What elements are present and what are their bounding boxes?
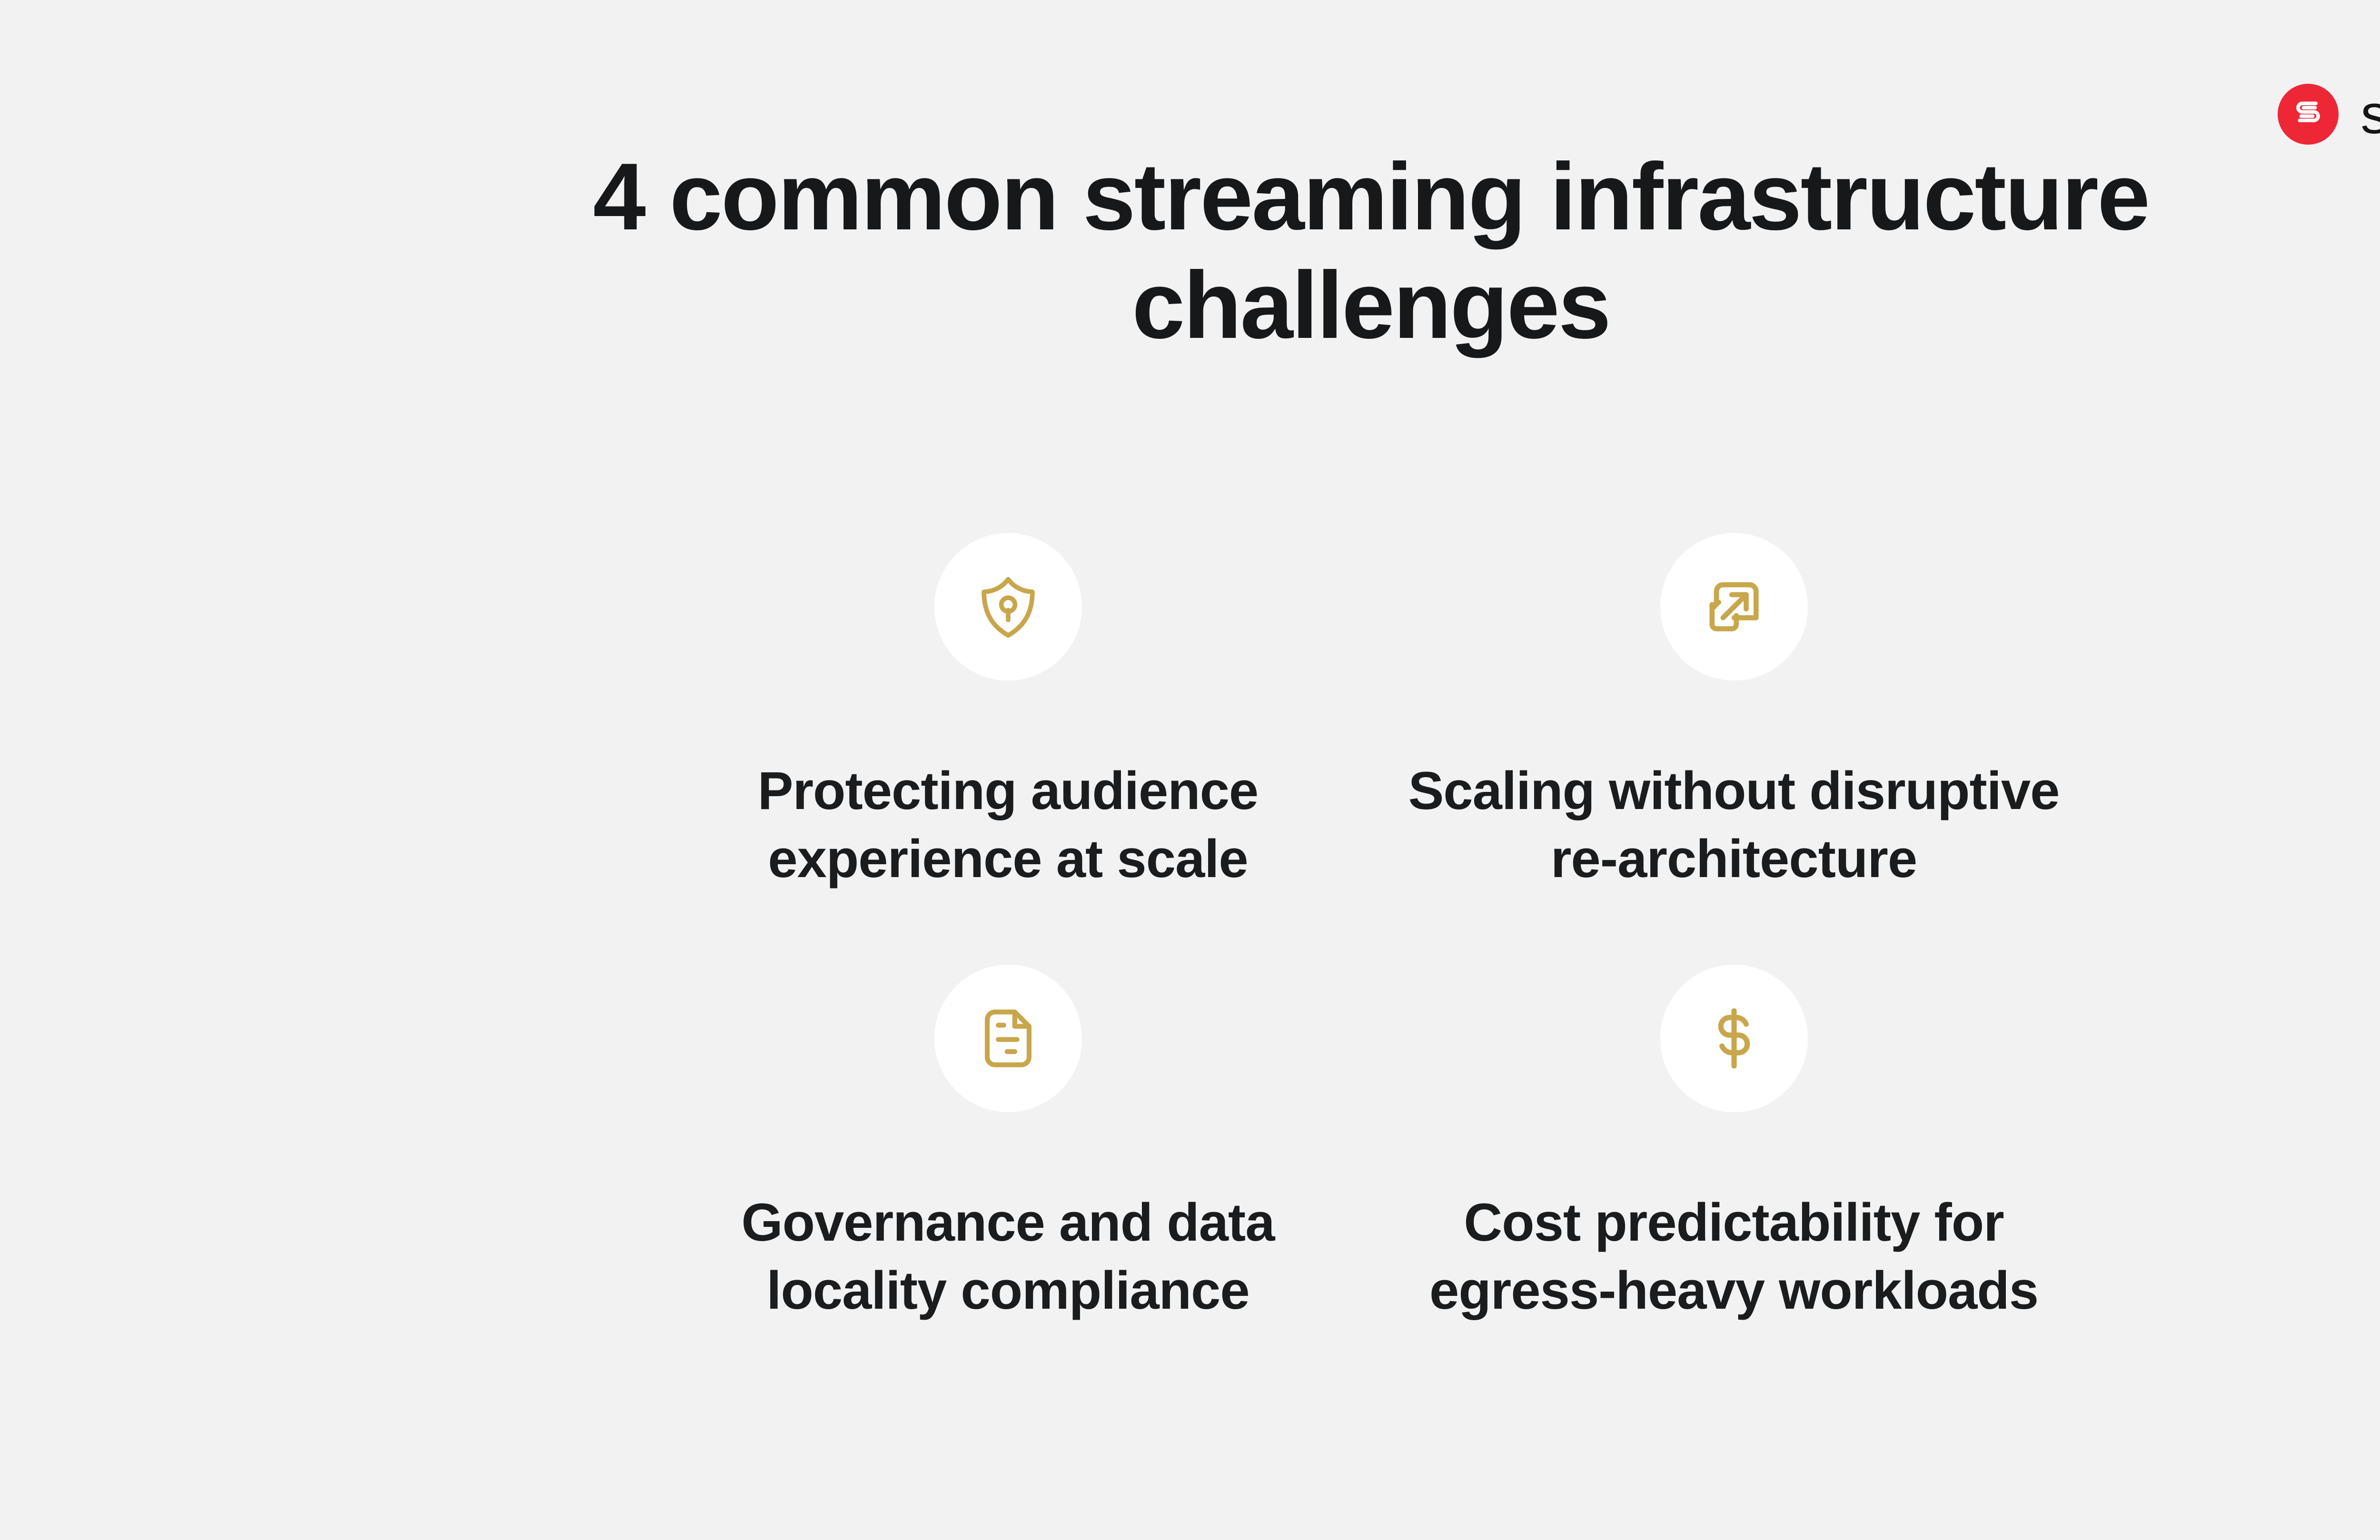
challenge-card-2: Scaling without disruptive re-architectu… <box>1371 533 2097 893</box>
challenge-card-4: Cost predictability for egress-heavy wor… <box>1371 964 2097 1325</box>
challenge-label: Cost predictability for egress-heavy wor… <box>1429 1192 2039 1321</box>
challenge-card-1: Protecting audience experience at scale <box>645 533 1371 893</box>
document-lines-icon <box>934 964 1082 1112</box>
dollar-sign-icon <box>1660 964 1808 1112</box>
challenge-label: Protecting audience experience at scale <box>757 761 1259 889</box>
shield-keyhole-icon <box>934 533 1082 681</box>
challenge-label: Governance and data locality compliance <box>741 1192 1275 1321</box>
challenges-grid: Protecting audience experience at scale … <box>645 533 2097 1324</box>
page-title: 4 common streaming infrastructure challe… <box>593 144 2150 358</box>
servers-s-logo-icon <box>2278 84 2339 145</box>
brand-lockup: servers.com <box>2278 84 2380 145</box>
challenge-label: Scaling without disruptive re-architectu… <box>1408 761 2060 889</box>
challenge-card-3: Governance and data locality compliance <box>645 964 1371 1325</box>
scale-expand-arrow-icon <box>1660 533 1808 681</box>
brand-name: servers.com <box>2360 83 2380 145</box>
